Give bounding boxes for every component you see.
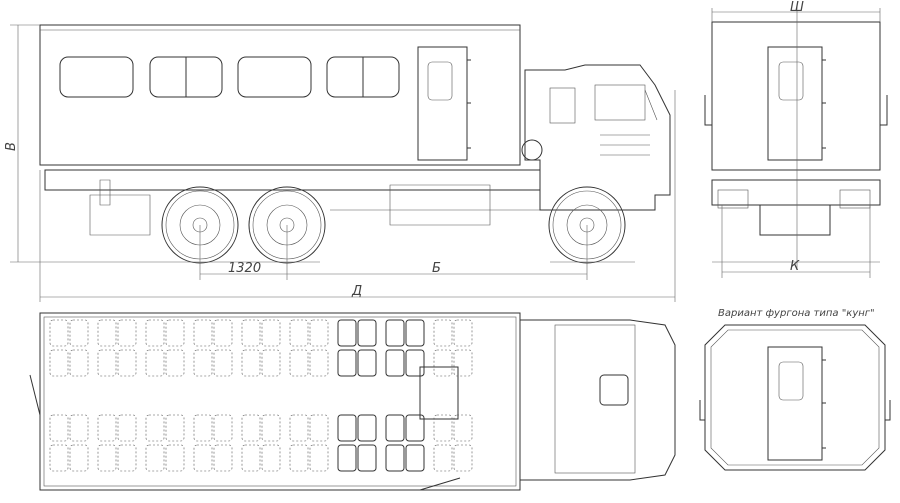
seat (309, 444, 329, 472)
seat (433, 414, 453, 442)
seat (309, 349, 329, 377)
seat (97, 319, 117, 347)
window (237, 56, 312, 98)
seat (453, 319, 473, 347)
seat (145, 349, 165, 377)
wheelbase-label: Б (432, 261, 441, 276)
seat (385, 414, 405, 442)
length-label: Д (351, 284, 362, 299)
seat (213, 349, 233, 377)
seat (405, 349, 425, 377)
seat (49, 319, 69, 347)
van-body (39, 24, 521, 166)
seat (145, 444, 165, 472)
window (59, 56, 134, 98)
seat (193, 414, 213, 442)
side-door (417, 46, 468, 161)
seat (289, 414, 309, 442)
seat (433, 349, 453, 377)
cab-top (519, 319, 676, 481)
seat (433, 319, 453, 347)
seat (357, 444, 377, 472)
seat (261, 414, 281, 442)
seat (433, 444, 453, 472)
seat (193, 319, 213, 347)
seat (165, 319, 185, 347)
kung-variant-caption: Вариант фургона типа "кунг" (718, 308, 875, 319)
seat (213, 319, 233, 347)
seat (97, 414, 117, 442)
seat (145, 414, 165, 442)
seat (385, 349, 405, 377)
seat (117, 444, 137, 472)
seat (289, 319, 309, 347)
rear-view (704, 5, 888, 278)
cab (524, 64, 671, 211)
seat (49, 414, 69, 442)
seat (213, 444, 233, 472)
axle-spacing-label: 1320 (228, 261, 261, 276)
seat (357, 349, 377, 377)
seat (241, 444, 261, 472)
van-body-rear (711, 21, 881, 171)
kung-door (767, 346, 823, 461)
seat (309, 319, 329, 347)
seat (337, 349, 357, 377)
seat (385, 444, 405, 472)
seat (261, 444, 281, 472)
seat (241, 414, 261, 442)
seat (49, 444, 69, 472)
seat (357, 414, 377, 442)
kung-body (704, 324, 886, 471)
rear-door (767, 46, 823, 161)
seat (241, 319, 261, 347)
track-label: К (790, 259, 800, 274)
seat (337, 414, 357, 442)
seat (165, 349, 185, 377)
seat (69, 319, 89, 347)
seat (289, 444, 309, 472)
seat (357, 319, 377, 347)
seat (337, 444, 357, 472)
seat (69, 414, 89, 442)
seat (193, 349, 213, 377)
seat (97, 444, 117, 472)
seat (165, 444, 185, 472)
seat (117, 414, 137, 442)
width-label: Ш (790, 0, 804, 15)
seat (309, 414, 329, 442)
seat (193, 444, 213, 472)
seat (337, 319, 357, 347)
seat (405, 444, 425, 472)
seat (117, 349, 137, 377)
seat (69, 349, 89, 377)
seat (289, 349, 309, 377)
seat (453, 349, 473, 377)
side-view (10, 24, 676, 302)
seat (213, 414, 233, 442)
seat (405, 319, 425, 347)
seat (453, 444, 473, 472)
seat (405, 414, 425, 442)
seat (69, 444, 89, 472)
seat (261, 349, 281, 377)
seat (261, 319, 281, 347)
kung-view (699, 324, 891, 471)
seat (165, 414, 185, 442)
seat (385, 319, 405, 347)
seat (241, 349, 261, 377)
seat (145, 319, 165, 347)
seat (117, 319, 137, 347)
height-dimension-label: В (4, 142, 19, 151)
seat (453, 414, 473, 442)
table (419, 366, 459, 420)
top-view (29, 312, 676, 491)
seat (97, 349, 117, 377)
seat (49, 349, 69, 377)
